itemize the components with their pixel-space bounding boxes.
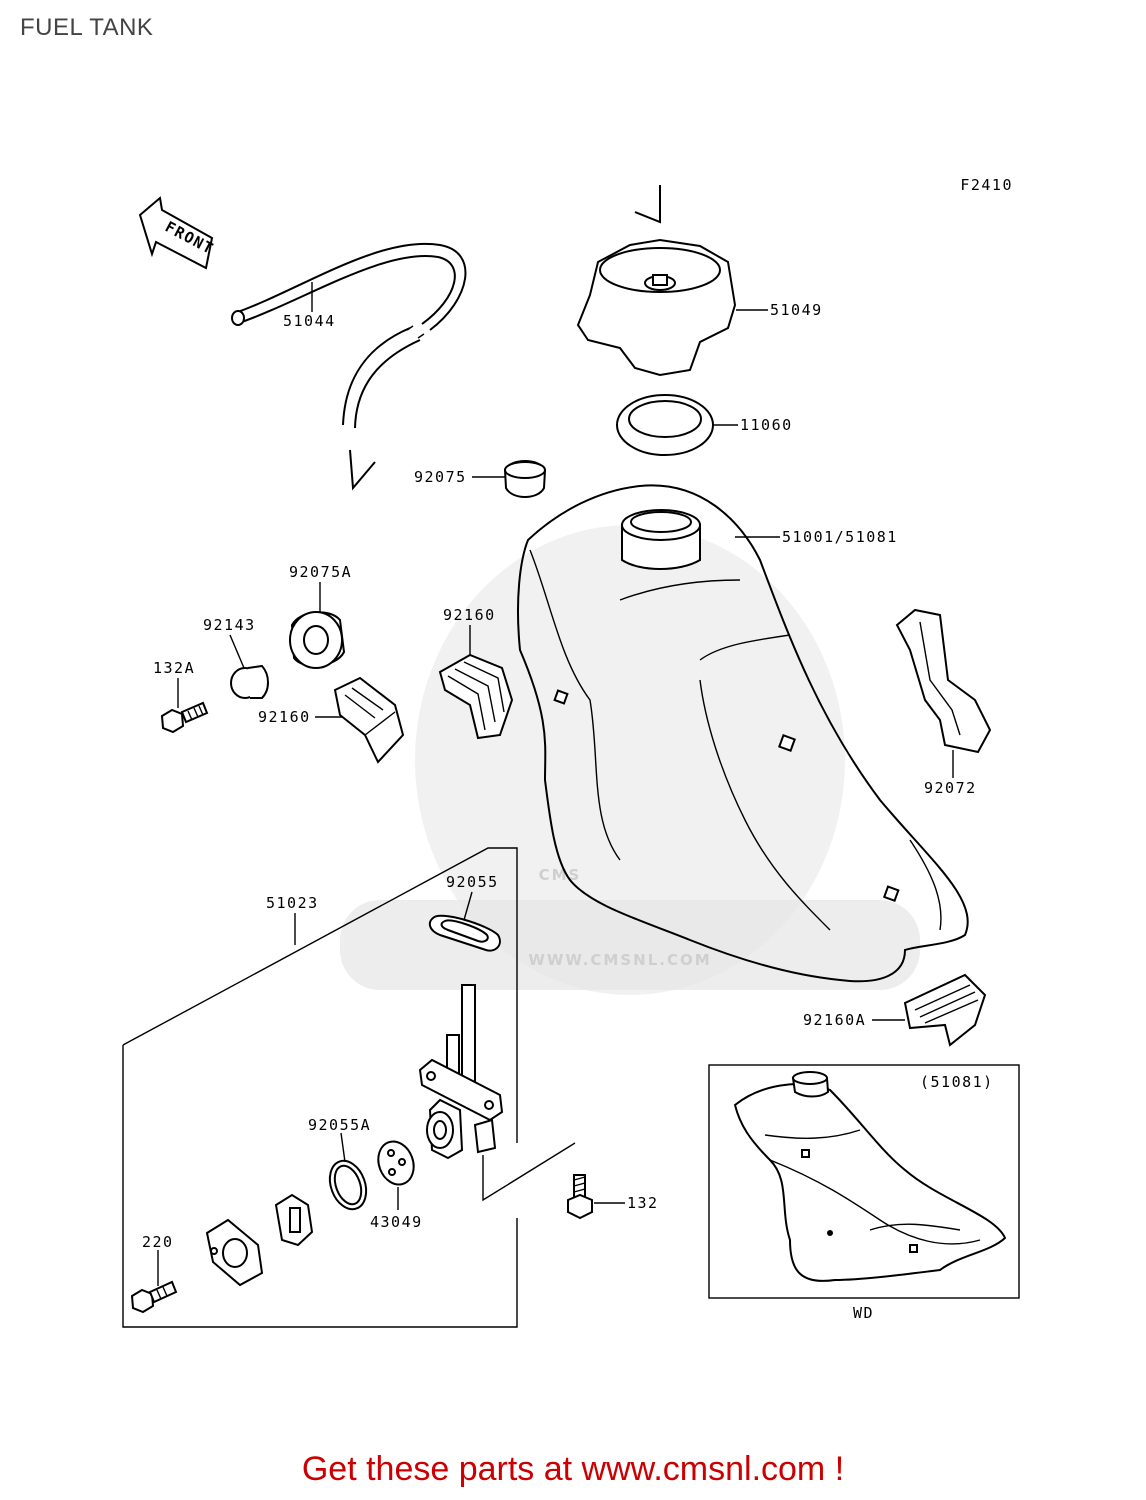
watermark: CMS WWW.CMSNL.COM: [340, 525, 920, 995]
tank-strap-part: [895, 608, 992, 754]
callout-11060: 11060: [740, 416, 793, 434]
callout-51044: 51044: [283, 312, 336, 330]
inset-variant-tank: (51081): [708, 1064, 1020, 1299]
callout-132A: 132A: [153, 659, 195, 677]
fuel-cock-part: [418, 984, 504, 1160]
watermark-logo-text: CMS: [539, 866, 582, 884]
fuel-tank-part: [516, 484, 969, 983]
callout-92160-lower: 92160: [258, 708, 311, 726]
fuel-cock-assembly-frame: [122, 847, 576, 1328]
rubber-cap-part: [503, 460, 547, 498]
callout-92075A: 92075A: [289, 563, 352, 581]
callout-51001-51081: 51001/51081: [782, 528, 898, 546]
fuel-cock-lever-part: [274, 1193, 314, 1247]
callout-92055A: 92055A: [308, 1116, 371, 1134]
bolt-132-part: [567, 1174, 593, 1220]
tank-pad-left-part: [333, 676, 405, 764]
fuel-cock-plate-part: [205, 1218, 264, 1287]
screw-220-part: [130, 1280, 178, 1314]
tank-pad-upper-part: [438, 653, 514, 740]
callout-92072: 92072: [924, 779, 977, 797]
callout-132: 132: [627, 1194, 659, 1212]
callout-92160-upper: 92160: [443, 606, 496, 624]
callout-92143: 92143: [203, 616, 256, 634]
callout-92055: 92055: [446, 873, 499, 891]
callout-92160A: 92160A: [803, 1011, 866, 1029]
cap-gasket-part: [616, 394, 714, 456]
footer-promo-text: Get these parts at www.cmsnl.com !: [301, 1450, 845, 1488]
watermark-url-text: WWW.CMSNL.COM: [528, 951, 711, 969]
page-title: FUEL TANK: [20, 14, 154, 41]
collar-part: [230, 664, 269, 699]
front-direction-arrow: FRONT: [138, 196, 217, 270]
fuel-cap-part: [576, 185, 737, 377]
callout-220: 220: [142, 1233, 174, 1251]
callout-43049: 43049: [370, 1213, 423, 1231]
inset-caption: WD: [853, 1304, 874, 1322]
inset-label: (51081): [920, 1073, 994, 1091]
damper-rubber-part: [289, 611, 346, 669]
figure-code: F2410: [960, 176, 1013, 194]
callout-51049: 51049: [770, 301, 823, 319]
tank-pad-rear-part: [903, 973, 987, 1047]
breather-hose-part: [231, 242, 467, 491]
fuel-cock-gasket-part: [428, 914, 501, 952]
o-ring-part: [328, 1159, 368, 1211]
callout-51023: 51023: [266, 894, 319, 912]
bolt-132a-part: [160, 701, 209, 734]
diaphragm-part: [377, 1140, 415, 1186]
callout-92075: 92075: [414, 468, 467, 486]
